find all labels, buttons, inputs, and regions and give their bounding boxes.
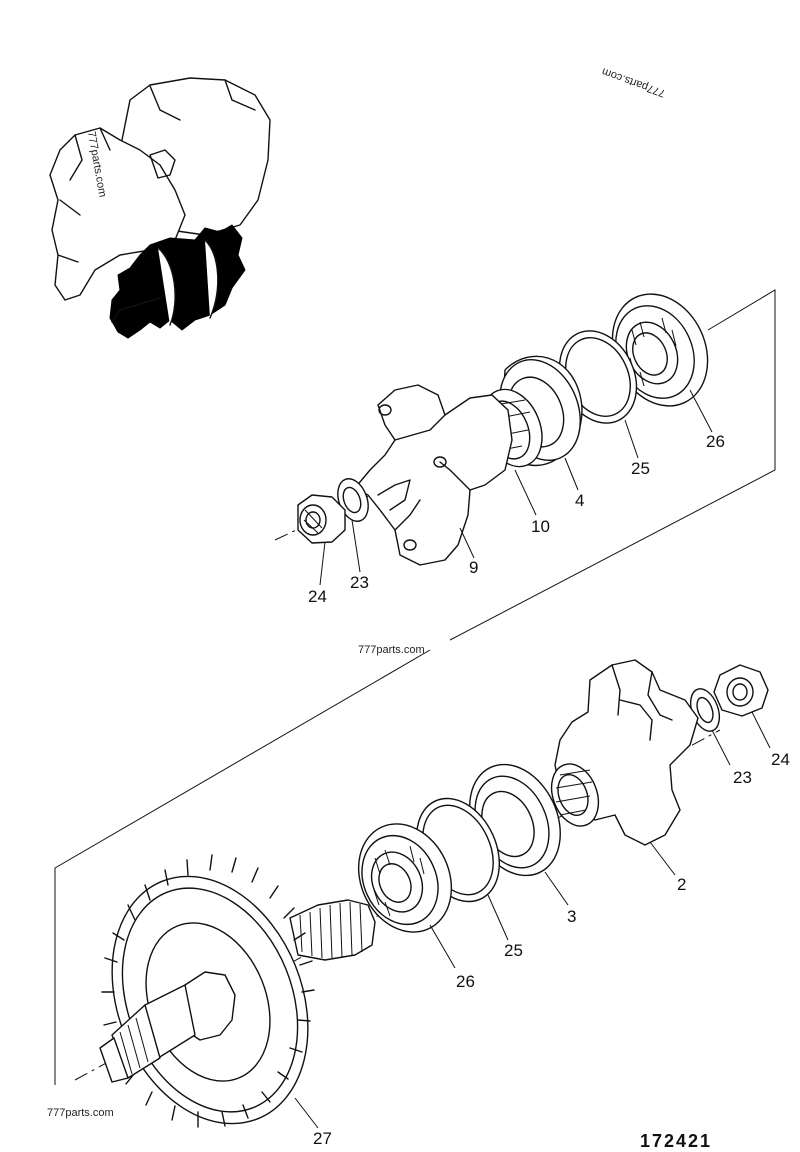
frame-lower xyxy=(54,649,431,1085)
callout-25-upper: 25 xyxy=(631,459,650,478)
leader-3-lower xyxy=(544,871,569,906)
callout-23-upper: 23 xyxy=(350,573,369,592)
callout-25-lower: 25 xyxy=(504,941,523,960)
frame-upper xyxy=(449,289,776,641)
callout-26-lower: 26 xyxy=(456,972,475,991)
callout-2-lower: 2 xyxy=(677,875,686,894)
leader-9-upper xyxy=(459,527,475,559)
leader-10-upper xyxy=(514,469,537,516)
callout-3-lower: 3 xyxy=(567,907,576,926)
yoke-9-upper xyxy=(354,384,513,566)
drawing-number: 172421 xyxy=(640,1131,712,1151)
callout-24-lower: 24 xyxy=(771,750,790,769)
callout-26-upper: 26 xyxy=(706,432,725,451)
leader-27 xyxy=(294,1097,319,1129)
watermark-top-right: 777parts.com xyxy=(600,65,667,99)
callout-10-upper: 10 xyxy=(531,517,550,536)
gear-shaft-27 xyxy=(99,854,376,1128)
leader-23-lower xyxy=(711,729,731,766)
leader-25-lower xyxy=(487,894,509,941)
callout-27: 27 xyxy=(313,1129,332,1148)
leader-23-upper xyxy=(351,519,361,573)
callout-9-upper: 9 xyxy=(469,558,478,577)
locator-illustration xyxy=(49,77,271,339)
leader-24-lower xyxy=(751,711,771,749)
callout-23-lower: 23 xyxy=(733,768,752,787)
leader-26-lower xyxy=(429,924,456,969)
nut-24-lower xyxy=(713,664,769,717)
leader-24-upper xyxy=(319,541,326,586)
leader-26-upper xyxy=(689,389,713,433)
leader-2-lower xyxy=(649,841,676,876)
bearing-26-lower xyxy=(357,823,453,933)
leader-25-upper xyxy=(624,419,639,459)
yoke-2-lower xyxy=(550,659,699,846)
callout-24-upper: 24 xyxy=(308,587,327,606)
nut-24-upper xyxy=(297,494,346,544)
watermark-bottom-left: 777parts.com xyxy=(47,1107,114,1119)
callout-4-upper: 4 xyxy=(575,491,584,510)
leader-4-upper xyxy=(564,457,579,491)
watermark-center: 777parts.com xyxy=(358,644,425,656)
